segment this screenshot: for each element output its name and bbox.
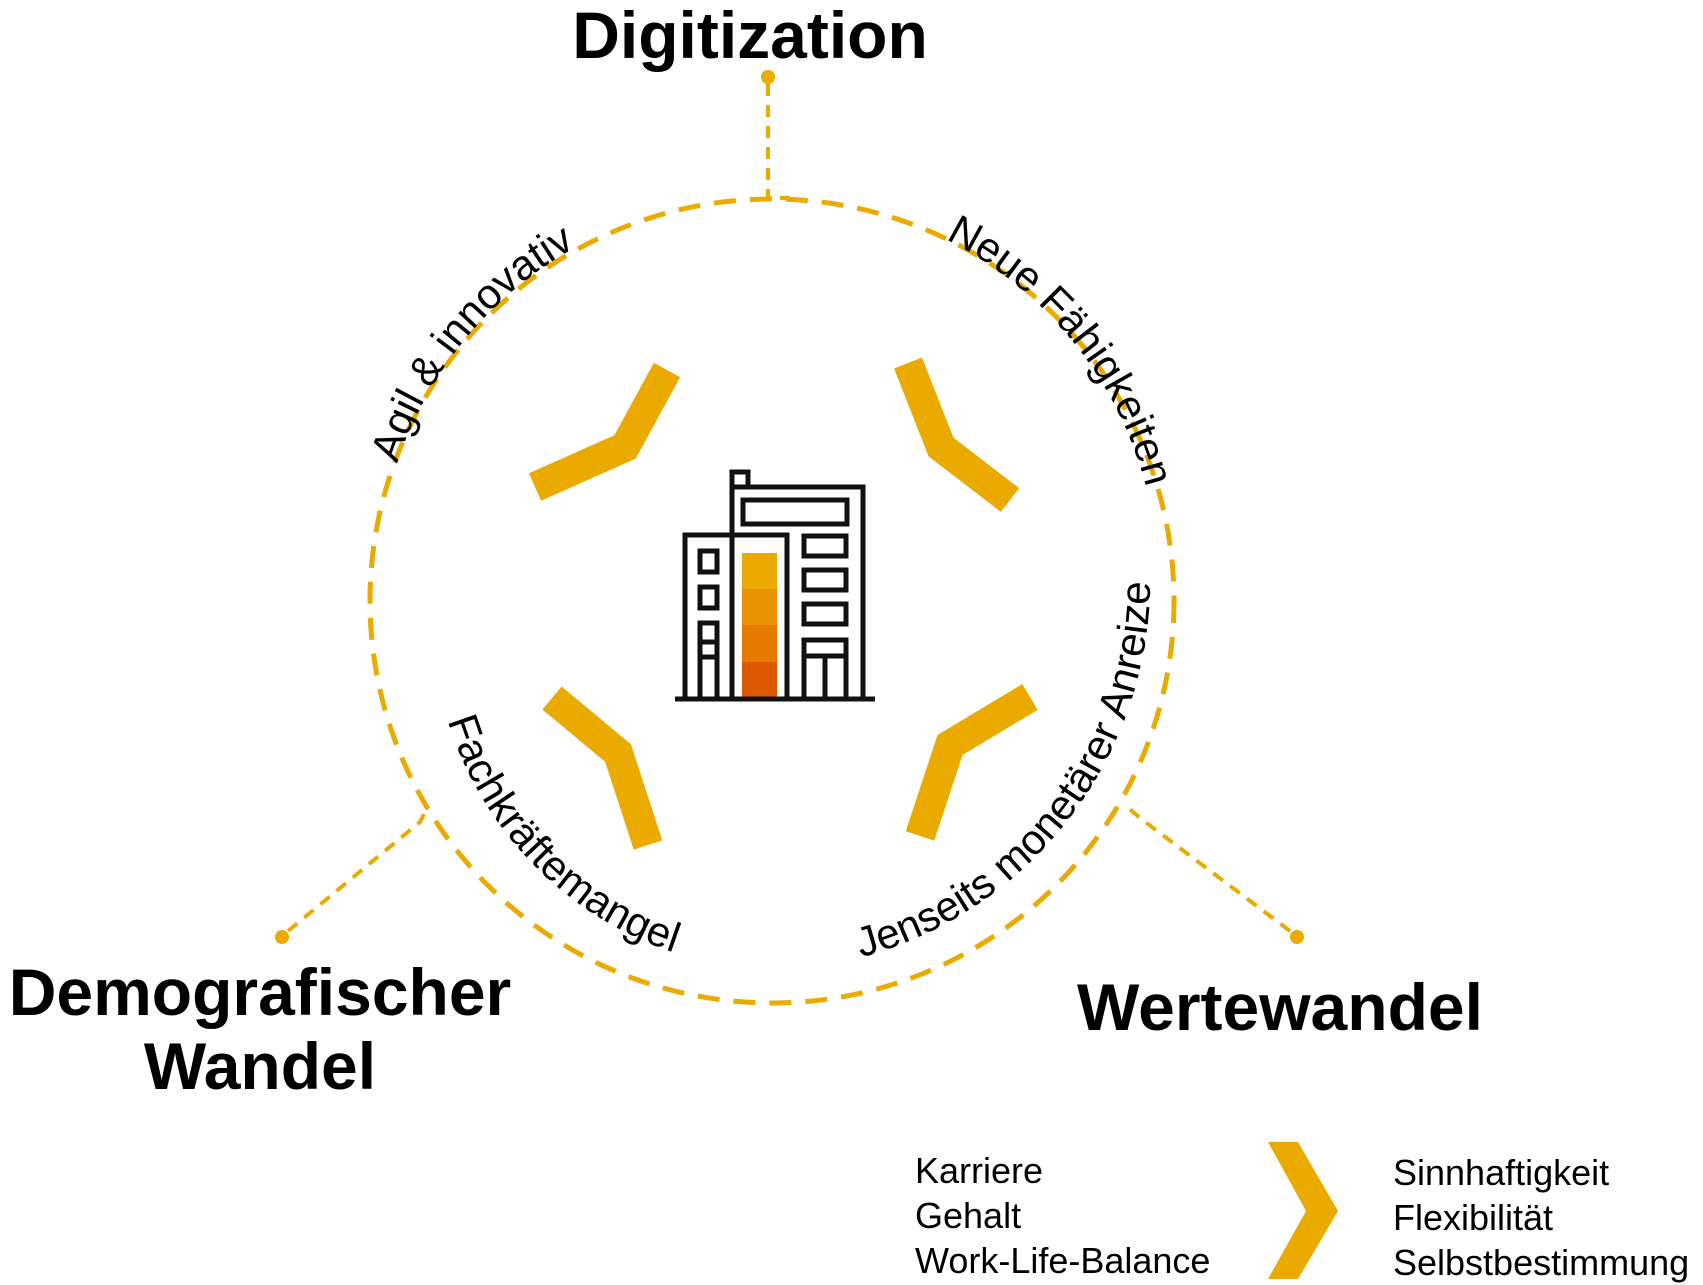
driver-wertewandel: Wertewandel — [1077, 970, 1483, 1044]
driver-demografischer-line2: Wandel — [143, 1029, 377, 1103]
chevron-top-left-icon — [528, 362, 681, 501]
label-agil-innovativ: Agil & innovativ — [361, 214, 580, 466]
legend-chevron-right-shape — [1268, 1142, 1338, 1279]
legend-to-item: Selbstbestimmung — [1393, 1242, 1690, 1283]
driver-demografischer-line1: Demografischer — [8, 955, 512, 1029]
dashed-ring — [367, 196, 1177, 1006]
legend-to-item: Flexibilität — [1393, 1197, 1554, 1238]
connector-left — [275, 805, 430, 944]
connector-right — [1123, 803, 1304, 944]
chevron-bottom-right-icon — [905, 684, 1038, 841]
chevron-top-right-icon — [894, 357, 1020, 512]
legend-from-item: Work-Life-Balance — [915, 1240, 1211, 1281]
driver-demografischer-wandel: Demografischer Wandel — [0, 955, 520, 1103]
label-jenseits-monetaerer-anreize: Jenseits monetärer Anreize — [850, 581, 1159, 967]
legend-from-item: Karriere — [915, 1150, 1044, 1191]
label-neue-faehigkeiten: Neue Fähigkeiten — [941, 206, 1183, 491]
legend-from-list: Karriere Gehalt Work-Life-Balance — [915, 1148, 1210, 1283]
legend-to-item: Sinnhaftigkeit — [1393, 1152, 1610, 1193]
legend-from-item: Gehalt — [915, 1195, 1022, 1236]
driver-digitization: Digitization — [572, 0, 928, 72]
connector-top — [761, 70, 790, 200]
office-building-icon — [675, 469, 875, 702]
chevron-bottom-left-icon — [542, 686, 663, 850]
legend-to-list: Sinnhaftigkeit Flexibilität Selbstbestim… — [1393, 1150, 1689, 1285]
